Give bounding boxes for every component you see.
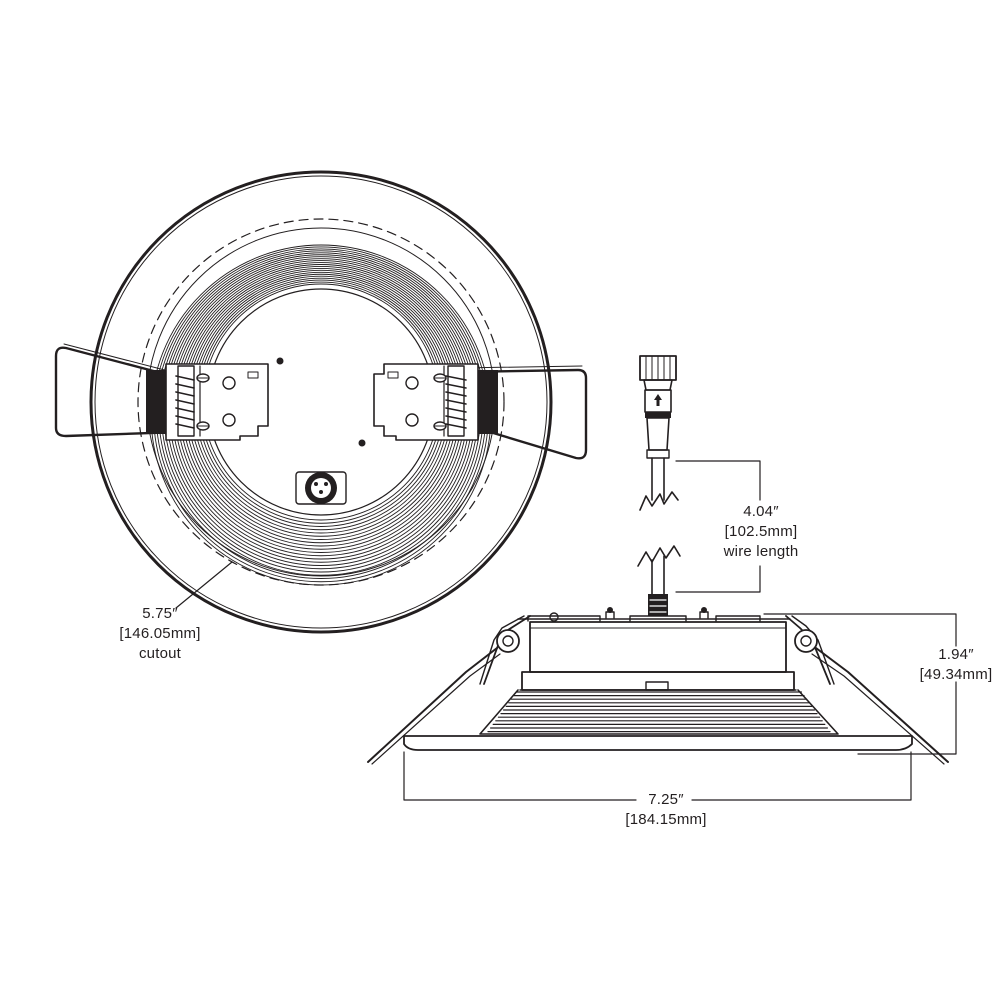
height-dimension-lines — [763, 613, 957, 755]
cutout-dimension-label: 5.75″ [146.05mm] cutout — [110, 604, 210, 664]
housing-collar — [521, 671, 795, 691]
wire-length-dimension-lines — [675, 460, 761, 593]
height-dimension-label: 1.94″ [49.34mm] — [912, 645, 1000, 685]
width-imperial: 7.25″ — [648, 791, 684, 808]
side-view — [367, 607, 957, 801]
height-imperial: 1.94″ — [938, 646, 974, 663]
wire-assembly — [637, 355, 761, 616]
left-clip-pad — [146, 370, 166, 434]
right-side-spring-clip — [785, 615, 949, 765]
wire-length-dimension-label: 4.04″ [102.5mm] wire length — [708, 502, 814, 562]
screw-dot — [276, 357, 284, 365]
housing-tab — [645, 681, 669, 691]
screw-dot — [358, 439, 366, 447]
trim-flange — [403, 735, 913, 751]
trim-outer-ring — [89, 170, 553, 634]
wire-lower — [637, 545, 681, 597]
width-dimension-lines — [403, 751, 912, 801]
wire-length-caption: wire length — [723, 543, 799, 560]
cutout-leader-line — [175, 561, 233, 609]
width-dimension-label: 7.25″ [184.15mm] — [612, 790, 720, 830]
housing-top-details — [517, 607, 791, 622]
wire-length-metric: [102.5mm] — [724, 523, 798, 540]
width-metric: [184.15mm] — [625, 811, 707, 828]
top-view — [54, 170, 588, 634]
wire-length-imperial: 4.04″ — [743, 503, 779, 520]
left-torsion-wire — [54, 346, 182, 438]
wire-upper — [639, 457, 679, 511]
right-mounting-bracket — [373, 363, 479, 441]
baffle-outline — [479, 689, 839, 735]
left-side-spring-clip — [367, 615, 531, 765]
trim-inner-ring — [94, 175, 548, 629]
housing-can — [529, 621, 787, 673]
top-connector — [295, 471, 347, 505]
left-mounting-bracket — [165, 363, 269, 441]
right-clip-pad — [478, 370, 498, 434]
height-metric: [49.34mm] — [919, 666, 993, 683]
cutout-imperial: 5.75″ — [142, 605, 178, 622]
cutout-metric: [146.05mm] — [119, 625, 201, 642]
baffle-steps — [479, 689, 839, 735]
cutout-caption: cutout — [138, 645, 182, 662]
right-torsion-wire — [456, 368, 588, 460]
connector-plug — [639, 355, 677, 459]
wire-terminal — [648, 594, 668, 616]
